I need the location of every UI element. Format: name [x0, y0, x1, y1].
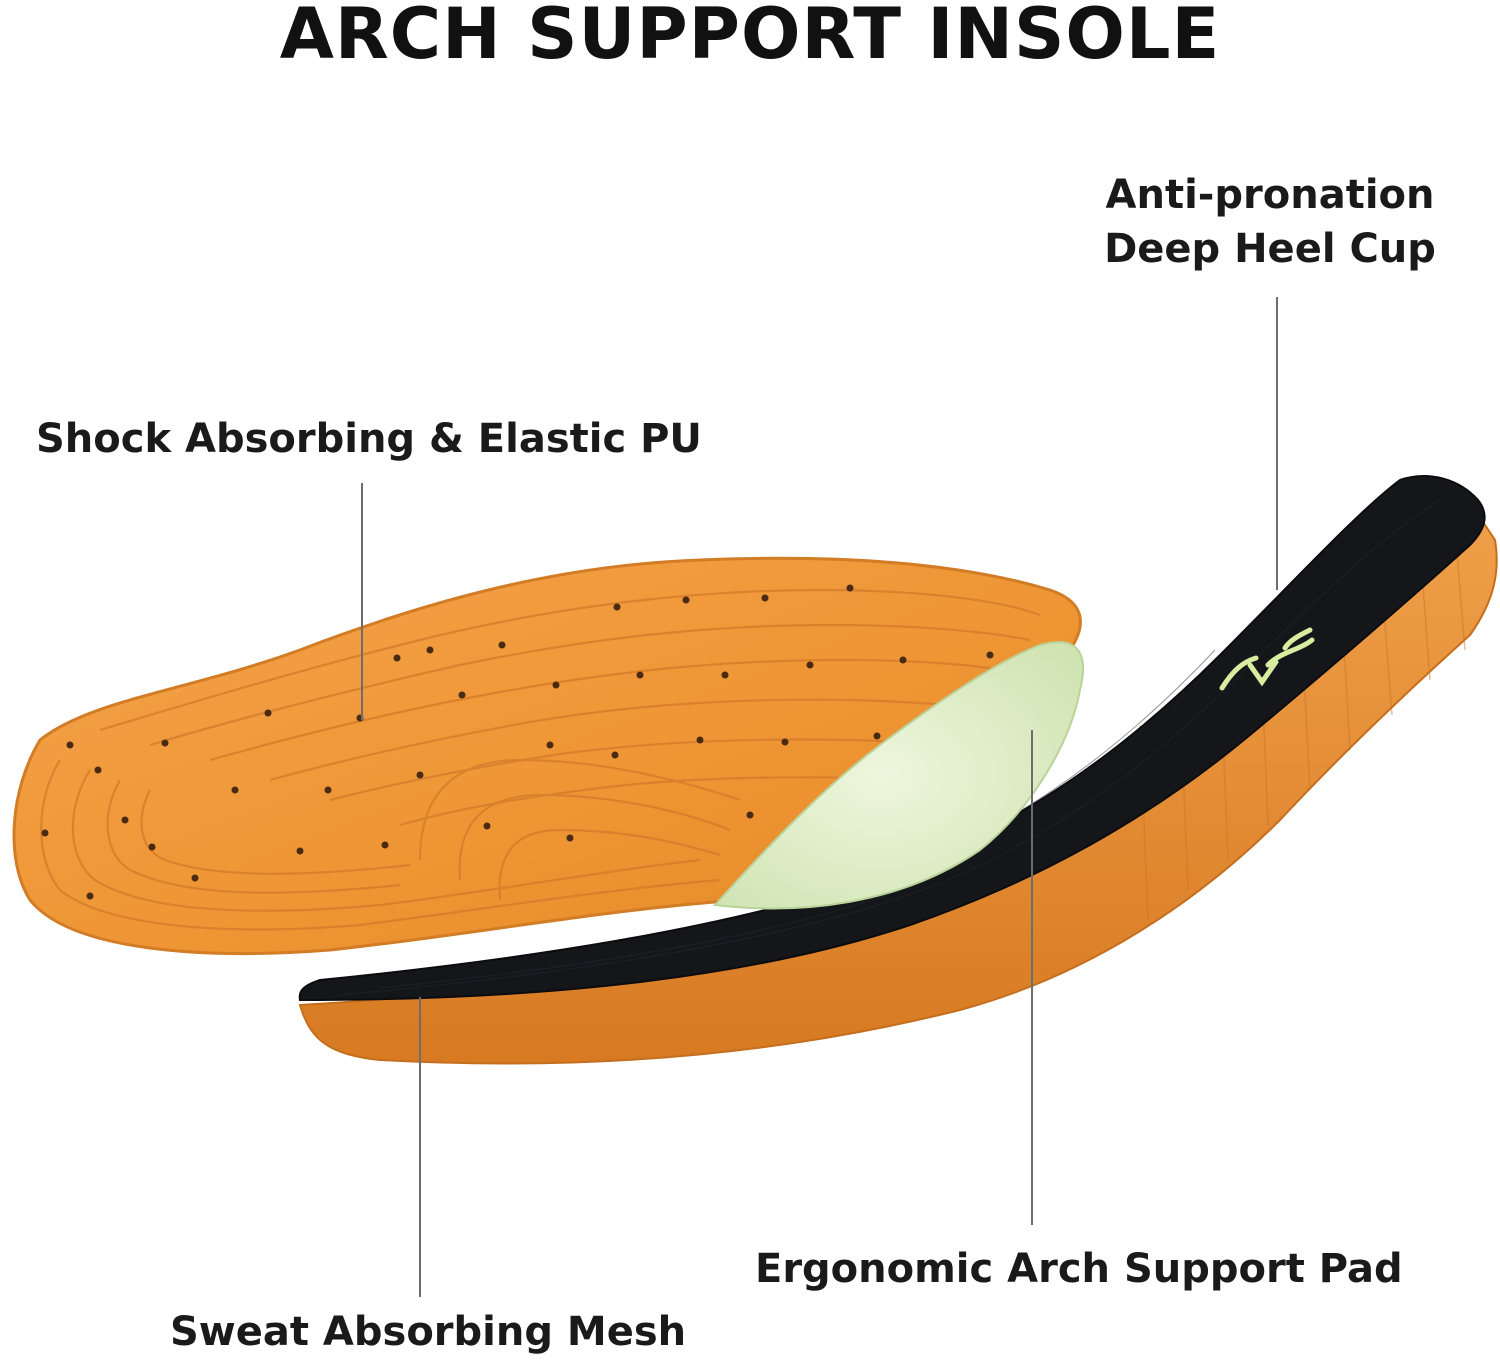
- mesh-callout: Sweat Absorbing Mesh: [170, 1309, 687, 1355]
- heel-cup-line1: Anti-pronation: [1105, 172, 1435, 218]
- arch-pad-callout: Ergonomic Arch Support Pad: [755, 1246, 1403, 1292]
- shock-callout: Shock Absorbing & Elastic PU: [36, 416, 702, 462]
- brand-logo-icon: [1219, 627, 1315, 691]
- heel-cup-callout: Anti-pronation Deep Heel Cup: [1060, 168, 1480, 276]
- heel-cup-line2: Deep Heel Cup: [1104, 226, 1436, 272]
- arch-pad: [712, 641, 1085, 910]
- leader-lines: [361, 297, 1278, 1297]
- page-title: ARCH SUPPORT INSOLE: [279, 0, 1221, 75]
